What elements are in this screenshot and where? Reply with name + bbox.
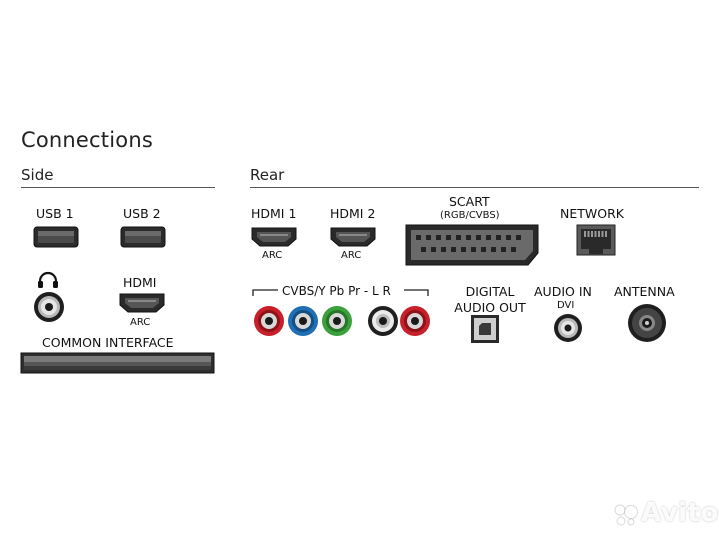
antenna-port-icon <box>628 304 666 342</box>
optical-port-icon <box>471 315 499 343</box>
rear-divider <box>250 187 699 188</box>
antenna-label: ANTENNA <box>614 284 675 299</box>
usb1-port-icon <box>33 226 79 248</box>
network-port-icon <box>576 224 616 256</box>
hdmi1-port-icon <box>251 227 297 247</box>
page-title: Connections <box>21 128 153 152</box>
component-label: CVBS/Y Pb Pr - L R <box>282 284 391 298</box>
hdmi2-arc-label: ARC <box>341 250 362 261</box>
side-heading: Side <box>21 166 54 184</box>
avito-logo-icon <box>614 504 638 526</box>
component-jack-red <box>254 306 284 336</box>
scart-port-icon <box>405 224 539 266</box>
component-bracket <box>252 289 429 296</box>
avito-watermark: Avito <box>641 498 719 528</box>
rear-heading: Rear <box>250 166 285 184</box>
headphones-icon <box>38 271 58 288</box>
hdmi1-label: HDMI 1 <box>251 206 297 221</box>
digital-audio-out-label-2: AUDIO OUT <box>454 300 526 315</box>
scart-sub-label: (RGB/CVBS) <box>440 210 500 221</box>
hdmi2-port-icon <box>330 227 376 247</box>
side-hdmi-label: HDMI <box>123 275 157 290</box>
audio-in-label: AUDIO IN <box>534 284 592 299</box>
audio-jack-white <box>368 306 398 336</box>
component-jack-green <box>322 306 352 336</box>
component-jacks <box>254 306 430 336</box>
side-hdmi-arc-label: ARC <box>130 317 151 328</box>
scart-label: SCART <box>449 194 490 209</box>
usb2-port-icon <box>120 226 166 248</box>
headphone-jack-icon <box>34 292 64 322</box>
audio-in-dvi-label: DVI <box>557 300 575 311</box>
side-hdmi-port-icon <box>119 293 165 313</box>
audio-in-jack-icon <box>554 314 582 342</box>
side-divider <box>21 187 215 188</box>
component-jack-blue <box>288 306 318 336</box>
common-interface-label: COMMON INTERFACE <box>42 335 174 350</box>
hdmi1-arc-label: ARC <box>262 250 283 261</box>
usb1-label: USB 1 <box>36 206 74 221</box>
digital-audio-out-label-1: DIGITAL <box>465 284 515 299</box>
audio-jack-red <box>400 306 430 336</box>
hdmi2-label: HDMI 2 <box>330 206 376 221</box>
usb2-label: USB 2 <box>123 206 161 221</box>
network-label: NETWORK <box>560 206 624 221</box>
common-interface-slot-icon <box>20 352 215 374</box>
